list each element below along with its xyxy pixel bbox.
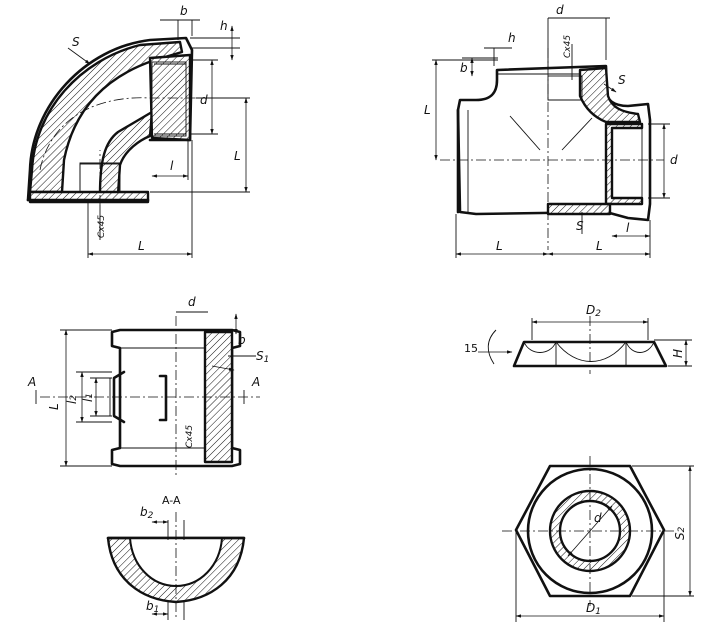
locknut-S2-label: S2 xyxy=(673,526,687,540)
tee-L-left-label: L xyxy=(496,239,503,253)
tee-s-label: S xyxy=(618,73,626,87)
locknut-H-label: H xyxy=(671,349,685,358)
tee-L-right-label: L xyxy=(596,239,603,253)
elbow-d-label: d xyxy=(200,93,208,107)
elbow-h-label: h xyxy=(220,19,228,33)
elbow-b-label: b xyxy=(180,4,188,18)
coupling-L-label: L xyxy=(47,403,61,410)
tee-h-label: h xyxy=(508,31,516,45)
elbow-body xyxy=(26,36,194,204)
tee-d-top-label: d xyxy=(556,3,564,17)
tee-s-bottom-label: S xyxy=(576,219,584,233)
coupling-b-label: b xyxy=(238,333,246,347)
locknut-d-label: d xyxy=(594,511,602,525)
locknut-side-view: D2 15 H xyxy=(464,303,692,374)
elbow-labels: b h S d L l L Cx45 xyxy=(72,4,241,253)
tee-dimensions xyxy=(432,17,670,258)
elbow-dimensions xyxy=(67,19,250,258)
elbow-l-label: l xyxy=(170,159,174,173)
coupling-fitting: d b S1 A A L l2 l1 Cx45 xyxy=(27,295,269,476)
tee-body xyxy=(456,64,652,222)
elbow-s-label: S xyxy=(72,35,80,49)
elbow-centerlines xyxy=(39,97,210,205)
coupling-l1-label: l1 xyxy=(81,393,95,402)
tee-L-vertical-label: L xyxy=(424,103,431,117)
coupling-labels: d b S1 A A L l2 l1 Cx45 xyxy=(27,295,269,448)
locknut-D1-label: D1 xyxy=(586,601,601,617)
section-mark-left: A xyxy=(27,375,36,389)
section-title: A-A xyxy=(162,494,181,507)
tee-b-label: b xyxy=(460,61,468,75)
coupling-chamfer-label: Cx45 xyxy=(185,425,195,448)
elbow-fitting: b h S d L l L Cx45 xyxy=(26,4,250,258)
locknut-plan-view: d S2 D1 xyxy=(502,456,694,622)
coupling-l2-label: l2 xyxy=(65,395,79,404)
locknut-D2-label: D2 xyxy=(586,303,601,319)
locknut-angle-label: 15 xyxy=(464,342,478,355)
coupling-s-label: S1 xyxy=(256,349,269,365)
section-b2-label: b2 xyxy=(140,505,154,521)
tee-l-label: l xyxy=(626,221,630,235)
elbow-chamfer-label: Cx45 xyxy=(97,215,107,238)
coupling-centerlines xyxy=(35,316,260,476)
coupling-body xyxy=(109,328,242,468)
section-a-a: A-A b2 b1 xyxy=(106,494,246,620)
tee-labels: d h b Cx45 S L d S l L L xyxy=(424,3,678,253)
tee-centerlines xyxy=(440,48,664,250)
elbow-L-vertical-label: L xyxy=(234,149,241,163)
section-mark-right: A xyxy=(251,375,260,389)
section-b1-label: b1 xyxy=(146,599,159,615)
tee-fitting: d h b Cx45 S L d S l L L xyxy=(424,3,678,258)
coupling-dimensions xyxy=(60,311,256,467)
coupling-d-label: d xyxy=(188,295,196,309)
elbow-L-horizontal-label: L xyxy=(138,239,145,253)
tee-chamfer-label: Cx45 xyxy=(563,35,573,58)
tee-d-right-label: d xyxy=(670,153,678,167)
